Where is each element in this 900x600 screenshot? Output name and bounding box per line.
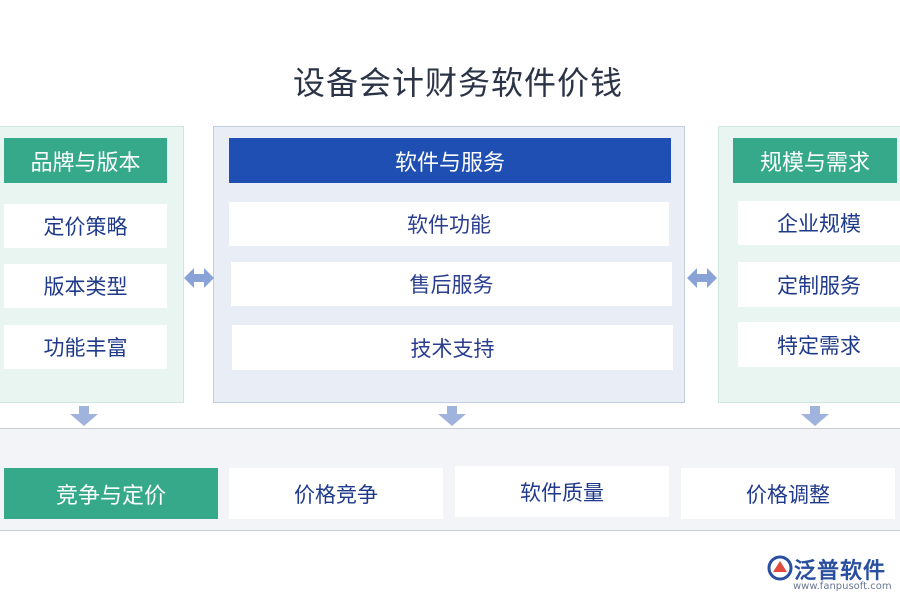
left-item-feature-rich: 功能丰富 <box>4 325 167 369</box>
middle-item-tech-support: 技术支持 <box>232 325 673 370</box>
middle-item-software-function: 软件功能 <box>229 202 669 246</box>
right-item-custom-service: 定制服务 <box>738 262 900 307</box>
bottom-item-software-quality: 软件质量 <box>455 466 669 517</box>
left-item-pricing-strategy: 定价策略 <box>4 204 167 248</box>
brand-logo: 泛普软件 www.fanpusoft.com <box>767 553 897 595</box>
middle-right-double-arrow-icon <box>687 268 717 288</box>
left-panel-header: 品牌与版本 <box>4 138 167 183</box>
left-down-arrow-icon <box>70 406 98 426</box>
middle-down-arrow-icon <box>438 406 466 426</box>
right-down-arrow-icon <box>801 406 829 426</box>
left-item-version-type: 版本类型 <box>4 264 167 308</box>
brand-logo-url: www.fanpusoft.com <box>793 581 892 592</box>
brand-logo-name: 泛普软件 <box>794 559 887 584</box>
middle-item-after-sales: 售后服务 <box>231 262 672 306</box>
bottom-item-price-adjustment: 价格调整 <box>681 468 895 519</box>
right-panel-header: 规模与需求 <box>733 138 897 183</box>
middle-panel-header: 软件与服务 <box>229 138 671 183</box>
right-item-specific-needs: 特定需求 <box>738 322 900 367</box>
brand-logo-icon <box>767 555 793 581</box>
bottom-item-price-competition: 价格竞争 <box>229 468 443 519</box>
right-item-enterprise-scale: 企业规模 <box>738 201 900 245</box>
left-middle-double-arrow-icon <box>184 268 214 288</box>
bottom-header: 竞争与定价 <box>4 468 218 519</box>
page-title: 设备会计财务软件价钱 <box>292 64 623 102</box>
